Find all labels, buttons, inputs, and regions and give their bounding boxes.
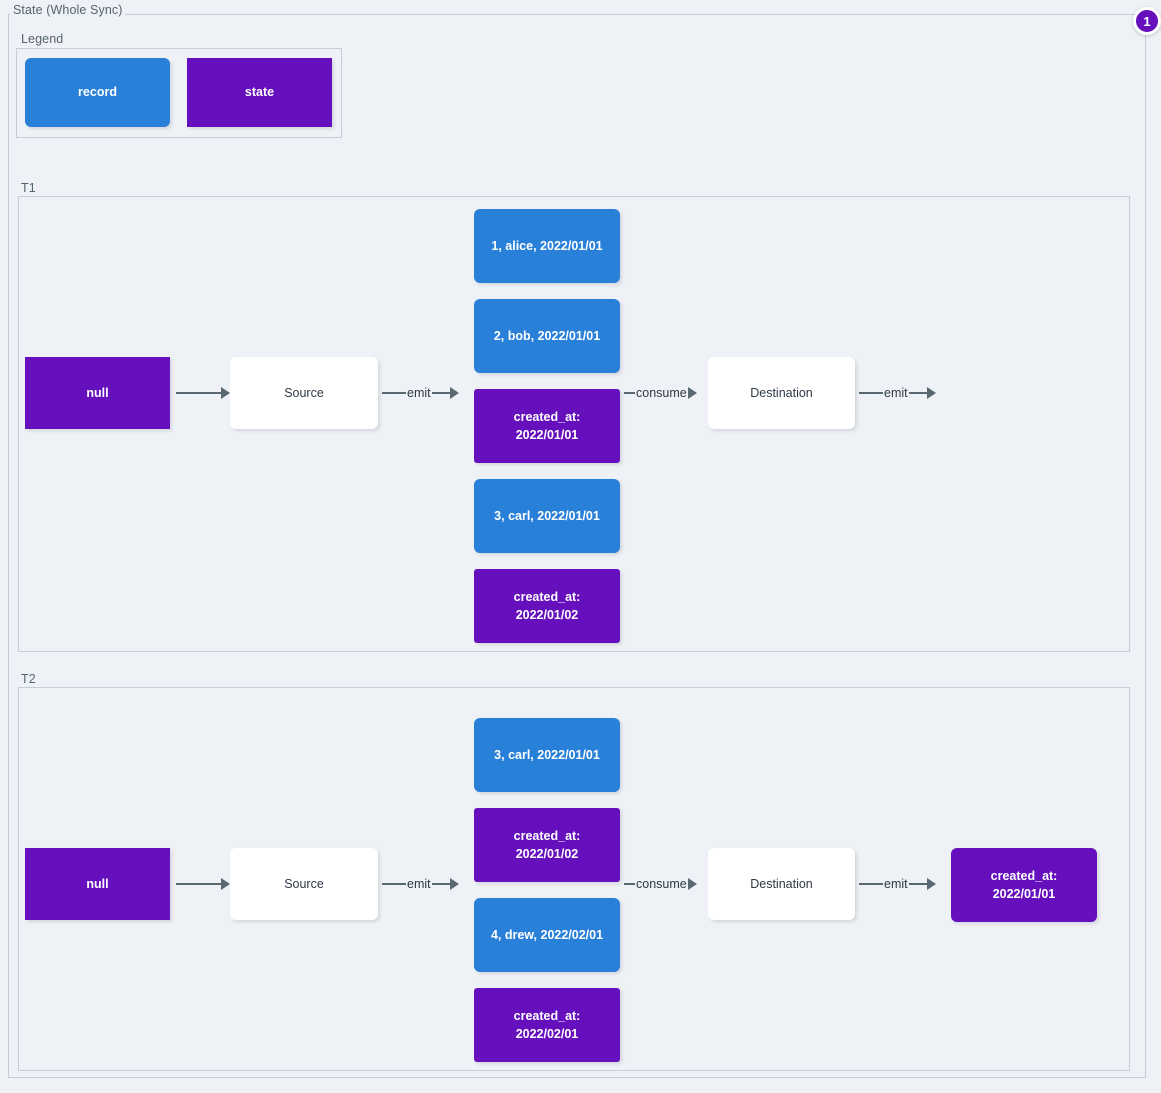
- t2-output-state-node: created_at:2022/01/01: [951, 848, 1097, 922]
- t2-stack-item-3: created_at:2022/02/01: [474, 988, 620, 1062]
- step-badge: 1: [1133, 7, 1161, 35]
- legend-title: Legend: [18, 32, 67, 46]
- t2-stack-item-1: created_at:2022/01/02: [474, 808, 620, 882]
- t2-stack-item-2: 4, drew, 2022/02/01: [474, 898, 620, 972]
- t2-destination-node: Destination: [708, 848, 855, 920]
- t2-stack-item-1-label: created_at:2022/01/02: [513, 828, 581, 861]
- t1-stack-item-1: 2, bob, 2022/01/01: [474, 299, 620, 373]
- t2-output-state-label: created_at:2022/01/01: [990, 868, 1058, 901]
- t1-destination-node: Destination: [708, 357, 855, 429]
- t2-stack-item-0-label: 3, carl, 2022/01/01: [494, 747, 600, 762]
- legend-label-state: state: [244, 85, 275, 100]
- section-t2-title: T2: [18, 672, 39, 686]
- section-t1-title: T1: [18, 181, 39, 195]
- t1-stack-item-1-label: 2, bob, 2022/01/01: [493, 328, 601, 343]
- legend-swatch-record: record: [25, 58, 170, 127]
- t1-source-label: Source: [284, 385, 324, 400]
- t2-destination-label: Destination: [750, 876, 813, 891]
- t1-stack-item-0: 1, alice, 2022/01/01: [474, 209, 620, 283]
- t2-stack-item-2-label: 4, drew, 2022/02/01: [490, 927, 604, 942]
- t1-destination-label: Destination: [750, 385, 813, 400]
- t1-initial-state-node: null: [25, 357, 170, 429]
- legend-label-record: record: [78, 85, 117, 100]
- diagram-title: State (Whole Sync): [10, 3, 126, 17]
- legend-swatch-state: state: [187, 58, 332, 127]
- t1-source-node: Source: [230, 357, 378, 429]
- t1-stack-item-4-label: created_at:2022/01/02: [513, 589, 581, 622]
- t1-stack-item-4: created_at:2022/01/02: [474, 569, 620, 643]
- t2-initial-state-node: null: [25, 848, 170, 920]
- t1-initial-state-label: null: [86, 385, 109, 400]
- t1-stack-item-2-label: created_at:2022/01/01: [513, 409, 581, 442]
- t2-stack-item-0: 3, carl, 2022/01/01: [474, 718, 620, 792]
- t1-stack-item-0-label: 1, alice, 2022/01/01: [491, 238, 603, 253]
- t2-source-label: Source: [284, 876, 324, 891]
- t1-stack-item-3: 3, carl, 2022/01/01: [474, 479, 620, 553]
- t1-stack-item-2: created_at:2022/01/01: [474, 389, 620, 463]
- t2-initial-state-label: null: [86, 876, 109, 891]
- t2-stack-item-3-label: created_at:2022/02/01: [513, 1008, 581, 1041]
- step-badge-label: 1: [1143, 13, 1151, 29]
- t1-stack-item-3-label: 3, carl, 2022/01/01: [494, 508, 600, 523]
- t2-source-node: Source: [230, 848, 378, 920]
